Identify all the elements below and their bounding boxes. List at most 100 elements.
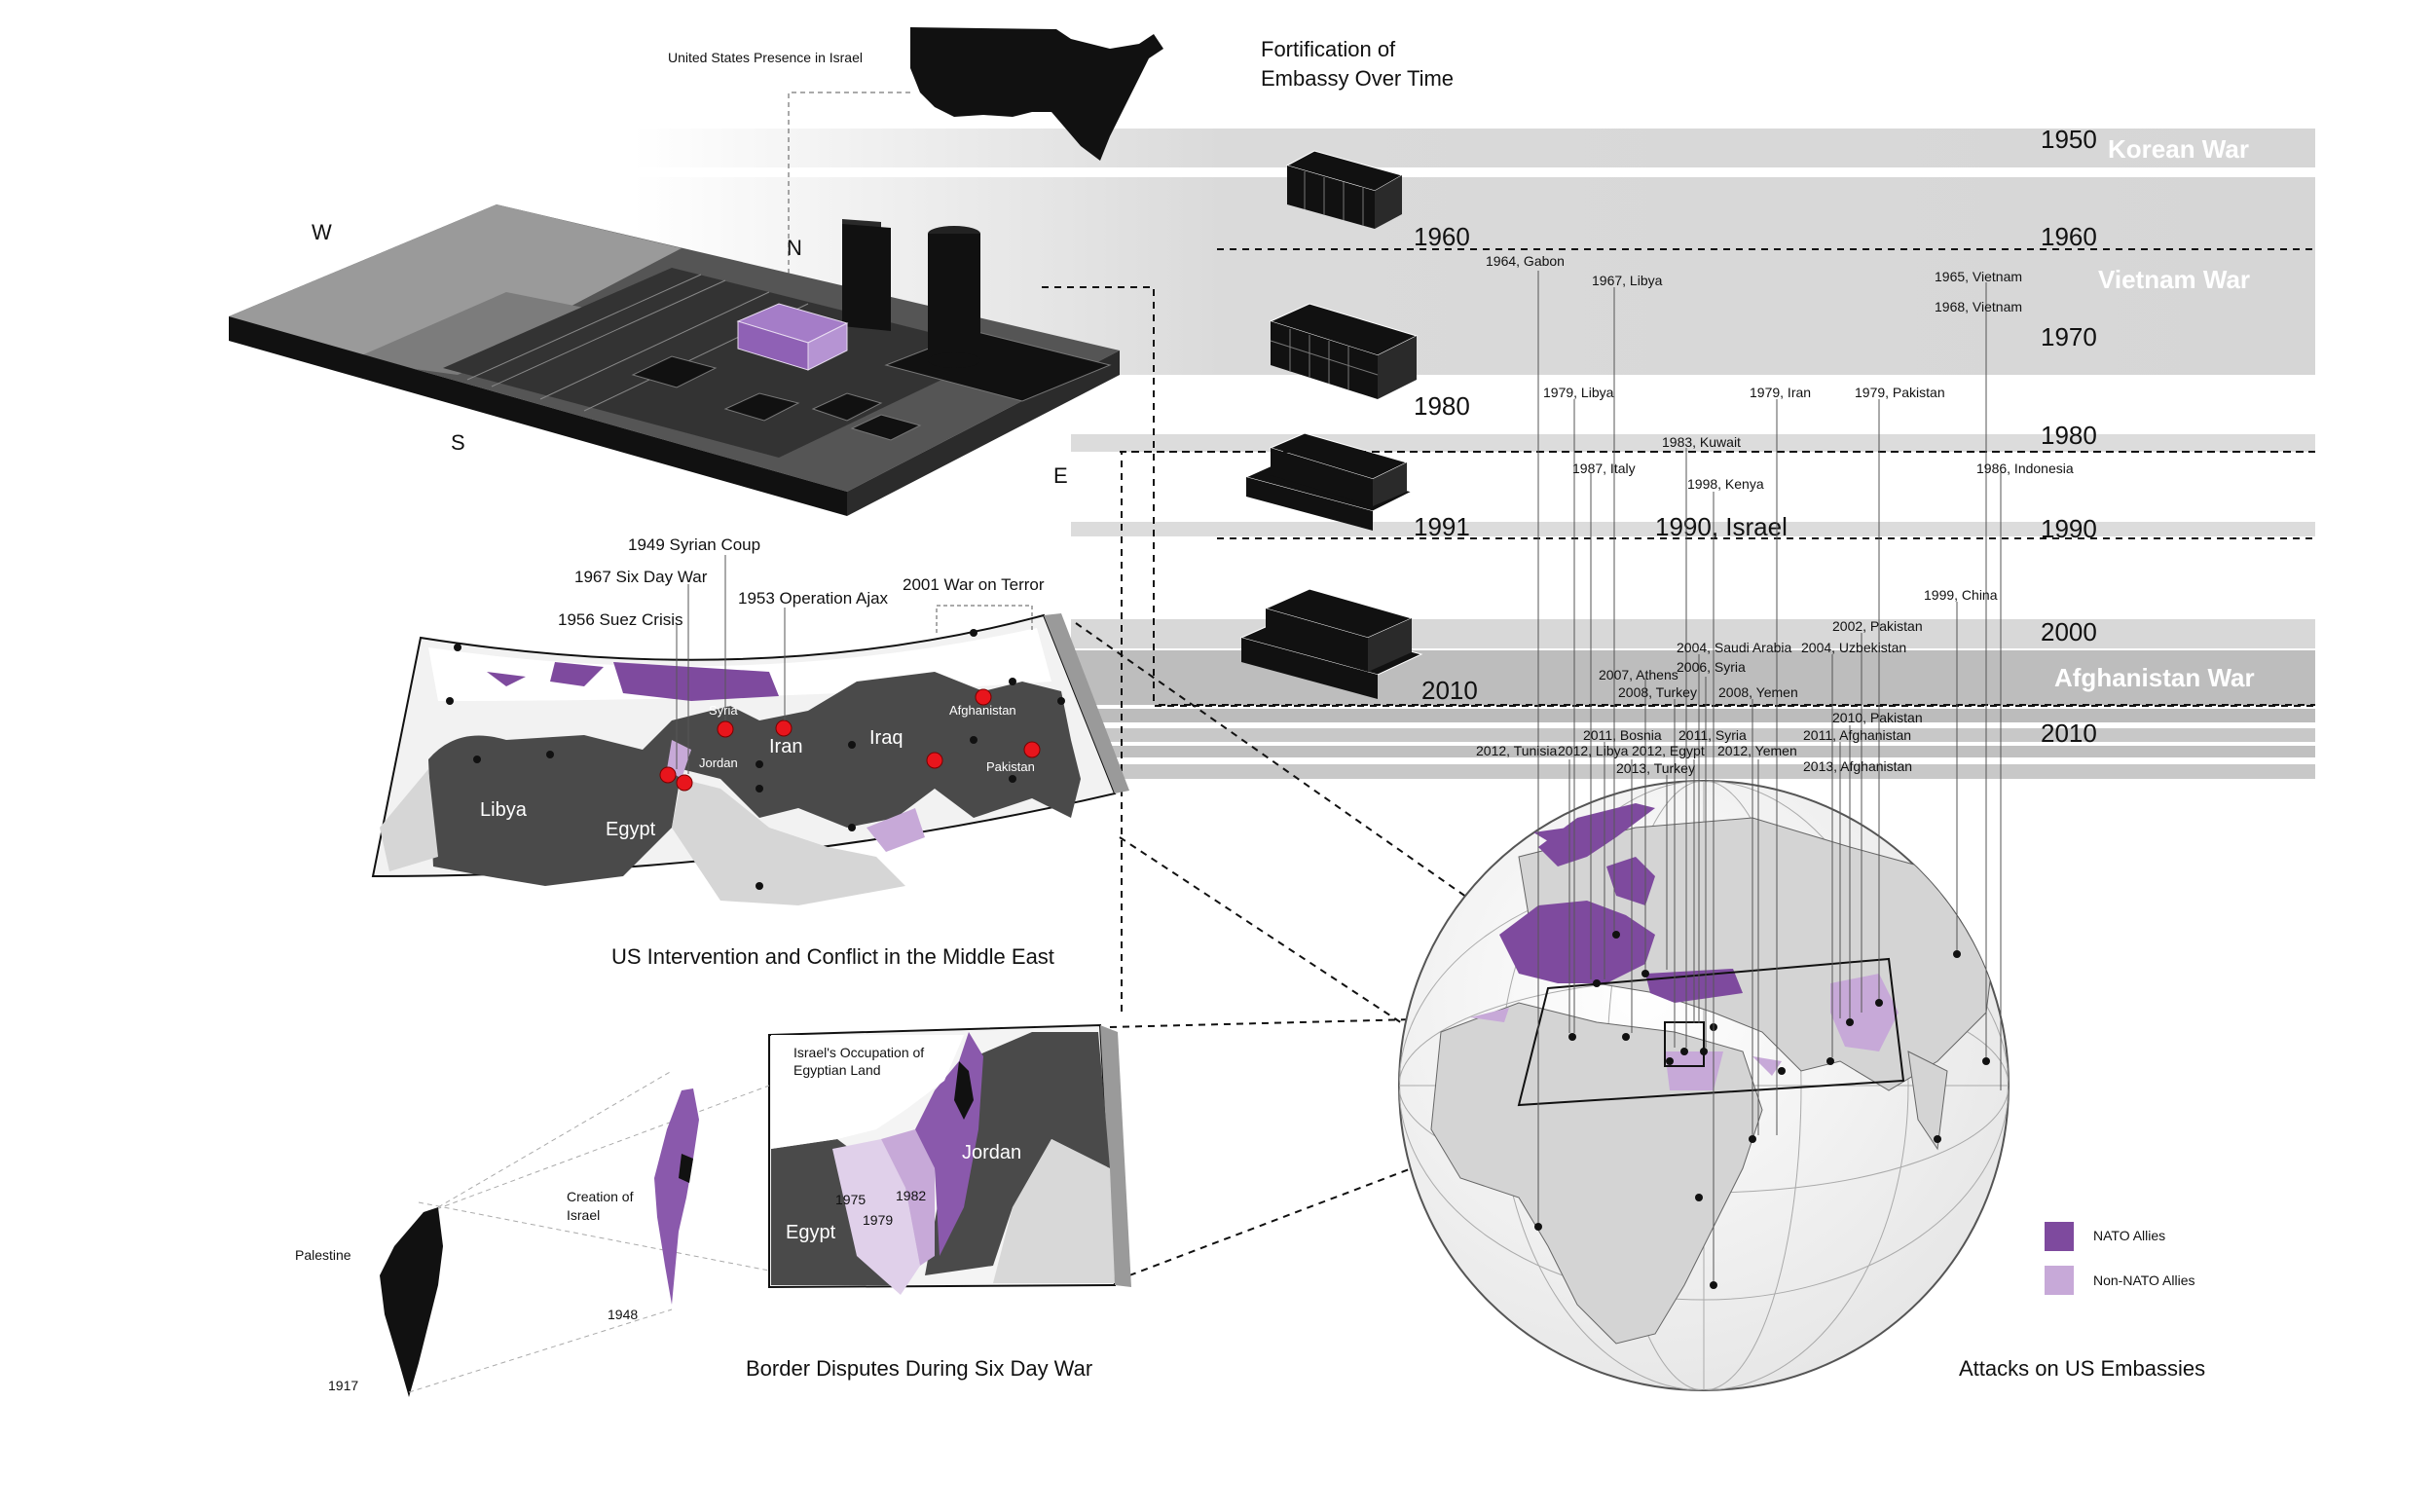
attack-label: 1964, Gabon bbox=[1486, 253, 1565, 269]
attack-labels: 1964, Gabon 1967, Libya 1965, Vietnam 19… bbox=[1476, 253, 2074, 776]
attack-label: 2011, Syria bbox=[1678, 727, 1747, 743]
israel-connector-mid bbox=[418, 1201, 770, 1272]
compass-w: W bbox=[312, 220, 332, 244]
legend-label-non-nato: Non-NATO Allies bbox=[2093, 1272, 2195, 1288]
attack-label: 2012, Libya bbox=[1558, 743, 1629, 758]
attack-label: 2012, Egypt bbox=[1632, 743, 1705, 758]
attack-leaders bbox=[1537, 271, 2002, 1281]
attack-label: 2004, Saudi Arabia bbox=[1677, 640, 1792, 655]
year-1960-left: 1960 bbox=[1414, 222, 1470, 251]
attack-label: 2012, Tunisia bbox=[1476, 743, 1557, 758]
israel-1948-silhouette bbox=[654, 1088, 699, 1305]
globe-region-frame bbox=[1517, 957, 1905, 1107]
attack-label: 1986, Indonesia bbox=[1976, 461, 2074, 476]
label-1917: 1917 bbox=[328, 1378, 358, 1393]
me-label-libya: Libya bbox=[480, 799, 528, 821]
me-label-jordan: Jordan bbox=[699, 756, 738, 770]
palestine-connector-top bbox=[437, 1070, 673, 1208]
attack-label: 2006, Syria bbox=[1677, 659, 1746, 675]
year-2010-left: 2010 bbox=[1421, 676, 1478, 705]
border-year-1982: 1982 bbox=[896, 1188, 926, 1203]
year-2000: 2000 bbox=[2041, 617, 2097, 646]
label-creation-1: Creation of bbox=[567, 1189, 634, 1204]
me-label-pakistan: Pakistan bbox=[986, 759, 1035, 774]
conflict-1956: 1956 Suez Crisis bbox=[558, 610, 683, 629]
war-afghanistan: Afghanistan War bbox=[2054, 663, 2255, 692]
label-1948: 1948 bbox=[608, 1307, 638, 1322]
attack-label: 1998, Kenya bbox=[1687, 476, 1764, 492]
year-1991-left: 1991 bbox=[1414, 512, 1470, 541]
label-1990-israel: 1990, Israel bbox=[1655, 512, 1788, 541]
attack-label: 2010, Pakistan bbox=[1832, 710, 1923, 725]
border-label-egypt: Egypt bbox=[786, 1222, 836, 1243]
conflict-1967: 1967 Six Day War bbox=[574, 568, 708, 586]
legend: NATO Allies Non-NATO Allies bbox=[2045, 1222, 2195, 1295]
palestine-silhouette bbox=[380, 1207, 443, 1397]
band-2010d bbox=[1071, 764, 2315, 779]
legend-swatch-nato bbox=[2045, 1222, 2074, 1251]
year-1960-right: 1960 bbox=[2041, 222, 2097, 251]
attack-label: 2007, Athens bbox=[1599, 667, 1678, 682]
embassy-building-1980 bbox=[1269, 303, 1419, 399]
title-border-disputes: Border Disputes During Six Day War bbox=[746, 1356, 1092, 1381]
border-year-1979: 1979 bbox=[863, 1212, 893, 1228]
attack-label: 1987, Italy bbox=[1572, 461, 1636, 476]
compass-s: S bbox=[451, 430, 465, 455]
attack-label: 1979, Libya bbox=[1543, 385, 1614, 400]
israel-1948-territory bbox=[679, 1154, 693, 1183]
compass-e: E bbox=[1053, 463, 1068, 488]
band-1980s bbox=[1071, 434, 2315, 452]
attack-label: 2008, Yemen bbox=[1718, 684, 1798, 700]
conflict-2001: 2001 War on Terror bbox=[903, 575, 1045, 594]
title-fortification-2: Embassy Over Time bbox=[1261, 66, 1454, 91]
embassy-building-2010 bbox=[1239, 588, 1423, 699]
label-creation-2: Israel bbox=[567, 1207, 600, 1223]
legend-swatch-non-nato bbox=[2045, 1266, 2074, 1295]
world-globe bbox=[1398, 780, 2010, 1391]
attack-label: 1968, Vietnam bbox=[1935, 299, 2022, 314]
band-1990 bbox=[1071, 522, 2315, 536]
border-label-jordan: Jordan bbox=[962, 1142, 1021, 1163]
me-label-afghanistan: Afghanistan bbox=[949, 703, 1016, 718]
occupation-label-2: Egyptian Land bbox=[793, 1062, 881, 1078]
band-2010a bbox=[1071, 709, 2315, 722]
legend-label-nato: NATO Allies bbox=[2093, 1228, 2165, 1243]
conflict-1949: 1949 Syrian Coup bbox=[628, 535, 760, 554]
border-disputes-map: Israel's Occupation of Egyptian Land Egy… bbox=[768, 1023, 1131, 1295]
timeline-to-map-line bbox=[1121, 451, 2315, 1013]
title-middle-east: US Intervention and Conflict in the Midd… bbox=[611, 944, 1054, 969]
attack-label: 1965, Vietnam bbox=[1935, 269, 2022, 284]
site-model bbox=[229, 204, 1120, 516]
year-1980-right: 1980 bbox=[2041, 421, 2097, 450]
year-1990-right: 1990 bbox=[2041, 514, 2097, 543]
band-korean-war bbox=[633, 129, 2315, 167]
me-label-iran: Iran bbox=[769, 736, 802, 757]
usa-silhouette-icon bbox=[910, 27, 1163, 161]
band-2010b bbox=[1071, 728, 2315, 742]
attack-label: 1979, Pakistan bbox=[1855, 385, 1945, 400]
me-label-iraq: Iraq bbox=[869, 727, 903, 749]
attack-label: 2004, Uzbekistan bbox=[1801, 640, 1906, 655]
band-2010c bbox=[1071, 746, 2315, 757]
war-vietnam: Vietnam War bbox=[2098, 265, 2250, 294]
year-1950: 1950 bbox=[2041, 125, 2097, 154]
palestine-connector-bottom bbox=[408, 1309, 673, 1393]
attack-label: 2011, Bosnia bbox=[1583, 727, 1662, 743]
border-year-1975: 1975 bbox=[835, 1192, 866, 1207]
title-attacks: Attacks on US Embassies bbox=[1959, 1356, 2205, 1381]
title-fortification-1: Fortification of bbox=[1261, 37, 1396, 61]
globe-israel-frame bbox=[1664, 1021, 1705, 1067]
year-2010-right: 2010 bbox=[2041, 719, 2097, 748]
attack-label: 2011, Afghanistan bbox=[1803, 727, 1911, 743]
attack-label: 1967, Libya bbox=[1592, 273, 1663, 288]
year-1970: 1970 bbox=[2041, 322, 2097, 351]
attack-label: 1979, Iran bbox=[1750, 385, 1811, 400]
attack-label: 2012, Yemen bbox=[1717, 743, 1797, 758]
model-to-timeline-line bbox=[1042, 286, 2315, 707]
attack-label: 1999, China bbox=[1924, 587, 1998, 603]
me-label-egypt: Egypt bbox=[606, 819, 656, 840]
conflict-1953: 1953 Operation Ajax bbox=[738, 589, 889, 608]
attack-label: 2013, Afghanistan bbox=[1803, 758, 1912, 774]
attack-label: 1983, Kuwait bbox=[1662, 434, 1741, 450]
